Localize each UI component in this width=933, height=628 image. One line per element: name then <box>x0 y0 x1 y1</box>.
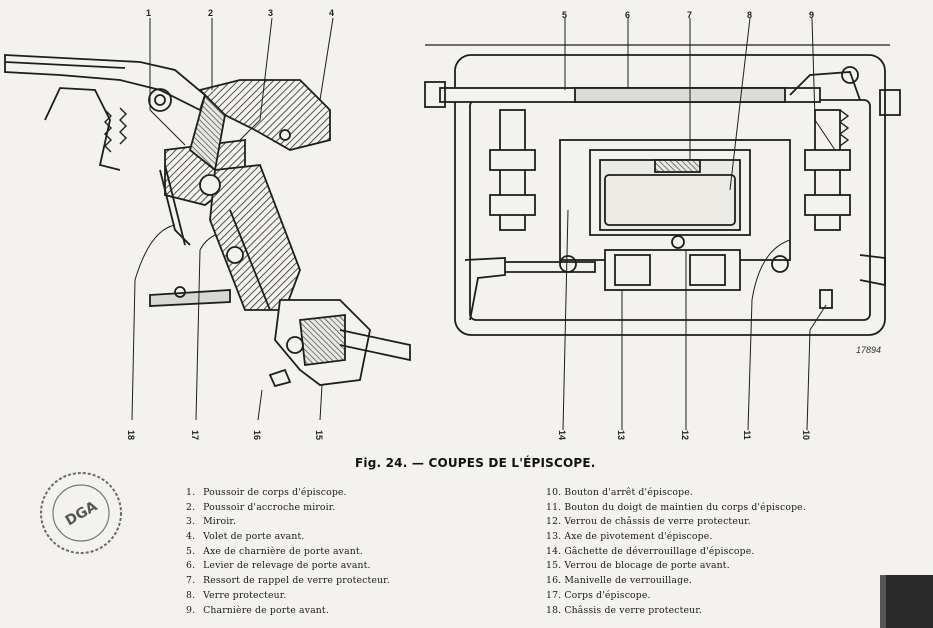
legend-item: 17. Corps d'épiscope. <box>546 589 651 601</box>
legend-item: 9. Charnière de porte avant. <box>186 604 329 616</box>
legend-item: 14. Gâchette de déverrouillage d'épiscop… <box>546 545 755 557</box>
episcope-section-drawing <box>4 17 901 431</box>
figure-caption: Fig. 24. — COUPES DE L'ÉPISCOPE. <box>355 456 596 470</box>
callout-16: 16 <box>252 429 263 441</box>
legend-right-column: 10. Bouton d'arrêt d'épiscope. 11. Bouto… <box>546 486 806 618</box>
legend-item: 16. Manivelle de verrouillage. <box>546 575 692 587</box>
callout-14: 14 <box>557 429 568 441</box>
callout-4: 4 <box>329 8 335 18</box>
callout-9: 9 <box>809 10 815 20</box>
side-section-view <box>4 17 411 421</box>
legend-item: 10. Bouton d'arrêt d'épiscope. <box>546 487 694 498</box>
legend-item: 12. Verrou de châssis de verre protecteu… <box>546 516 751 528</box>
official-stamp-seal: DGA <box>40 472 122 554</box>
callout-15: 15 <box>314 429 325 441</box>
callout-2: 2 <box>208 8 214 18</box>
figure-reference-number: 17894 <box>856 345 882 355</box>
legend-item: 8. Verre protecteur. <box>186 589 287 601</box>
callout-1: 1 <box>146 8 152 18</box>
page-corner-shadow <box>880 575 933 628</box>
legend-item: 11. Bouton du doigt de maintien du corps… <box>546 501 806 513</box>
legend-item: 7. Ressort de rappel de verre protecteur… <box>186 575 390 587</box>
legend-item: 6. Levier de relevage de porte avant. <box>186 560 371 572</box>
legend-left-column: 1. Poussoir de corps d'épiscope. 2. Pous… <box>186 486 390 618</box>
stamp-text: DGA <box>63 498 101 529</box>
legend-item: 13. Axe de pivotement d'épiscope. <box>546 531 713 543</box>
callout-18: 18 <box>126 429 137 441</box>
callout-8: 8 <box>747 10 753 20</box>
legend-item: 3. Miroir. <box>186 516 237 528</box>
callout-10: 10 <box>801 429 812 441</box>
callout-12: 12 <box>680 429 691 441</box>
legend-item: 15. Verrou de blocage de porte avant. <box>546 560 730 572</box>
legend-item: 2. Poussoir d'accroche miroir. <box>186 501 336 513</box>
legend-item: 4. Volet de porte avant. <box>186 531 305 543</box>
callout-3: 3 <box>268 8 274 18</box>
callout-7: 7 <box>687 10 693 20</box>
callout-11: 11 <box>741 430 752 440</box>
front-section-view <box>424 17 901 431</box>
callout-6: 6 <box>625 10 631 20</box>
callout-13: 13 <box>616 429 627 441</box>
legend-item: 1. Poussoir de corps d'épiscope. <box>186 487 347 498</box>
callout-5: 5 <box>562 10 568 20</box>
callout-17: 17 <box>190 429 201 441</box>
legend-item: 18. Châssis de verre protecteur. <box>546 604 702 616</box>
legend-item: 5. Axe de charnière de porte avant. <box>186 545 363 557</box>
